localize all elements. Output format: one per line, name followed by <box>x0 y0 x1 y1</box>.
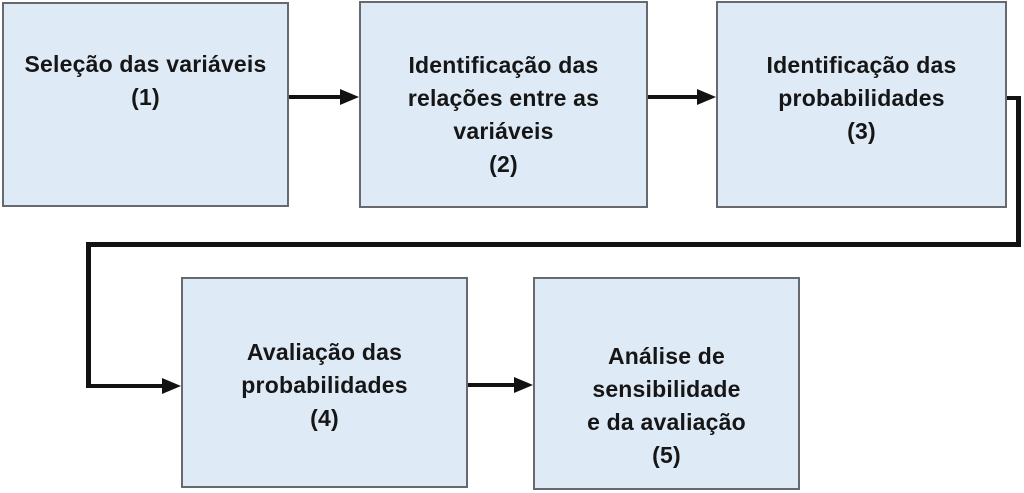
step-box-1: Seleção das variáveis (1) <box>2 2 289 207</box>
arrow-4-5-arrowhead-icon <box>514 377 533 393</box>
step-box-4-number: (4) <box>310 405 339 431</box>
step-box-5-title: Análise de sensibilidade e da avaliação <box>587 343 746 435</box>
step-box-1-title: Seleção das variáveis <box>24 51 267 77</box>
arrow-1-2-line <box>289 95 343 99</box>
step-box-5-number: (5) <box>652 442 681 468</box>
arrow-2-3-arrowhead-icon <box>697 89 716 105</box>
step-box-4: Avaliação das probabilidades (4) <box>181 277 468 488</box>
arrow-1-2-arrowhead-icon <box>340 89 359 105</box>
arrow-4-5-line <box>468 383 516 387</box>
connector-3-4-horizontal <box>86 242 1021 247</box>
step-box-5: Análise de sensibilidade e da avaliação … <box>533 277 800 490</box>
connector-3-4-left-vertical <box>86 242 91 388</box>
step-box-3-number: (3) <box>847 118 876 144</box>
step-box-3-title: Identificação das probabilidades <box>766 52 957 111</box>
connector-3-4-arrow-line <box>86 384 163 388</box>
connector-3-4-arrowhead-icon <box>162 378 181 394</box>
connector-3-4-right-vertical <box>1016 96 1021 247</box>
step-box-2-number: (2) <box>489 151 518 177</box>
step-box-2-title: Identificação das relações entre as vari… <box>407 52 600 144</box>
connector-3-4-stub <box>1007 96 1019 100</box>
step-box-3: Identificação das probabilidades (3) <box>716 1 1007 208</box>
step-box-2: Identificação das relações entre as vari… <box>359 1 648 208</box>
arrow-2-3-line <box>648 95 700 99</box>
step-box-4-title: Avaliação das probabilidades <box>241 339 408 398</box>
step-box-1-number: (1) <box>131 84 160 110</box>
